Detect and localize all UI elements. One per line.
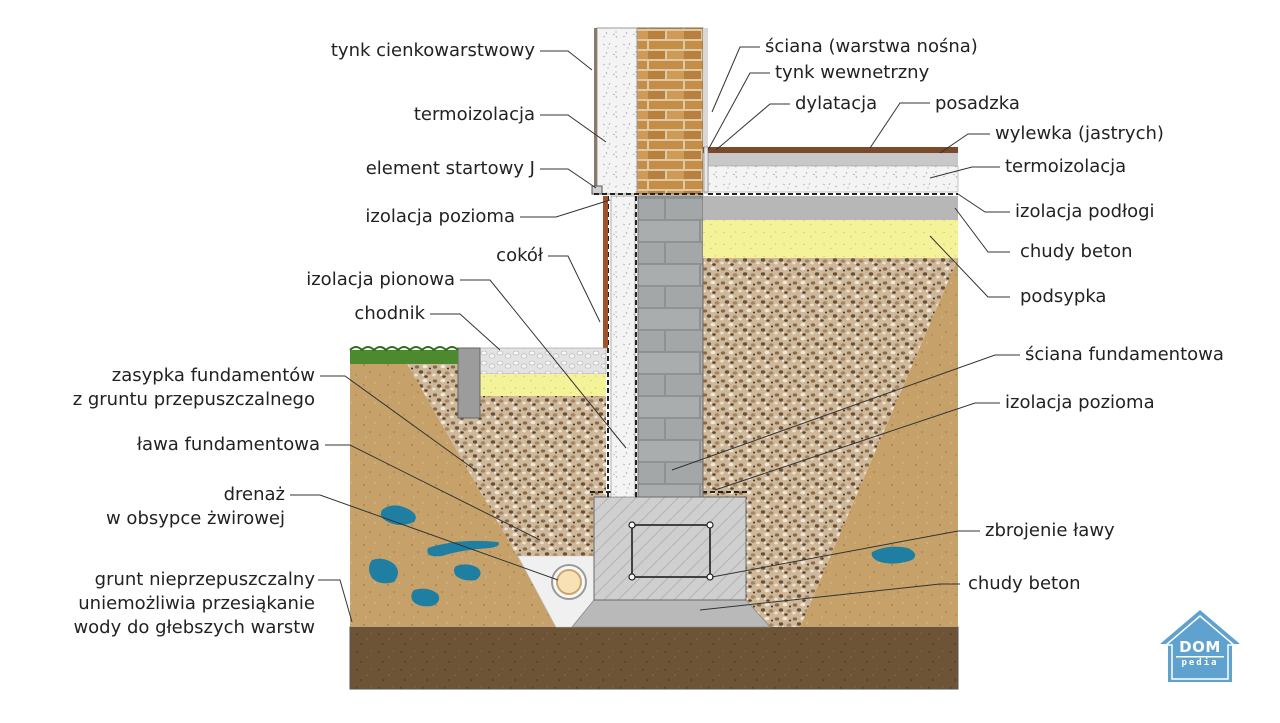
- logo-text-top: DOM: [1179, 638, 1221, 656]
- label-sciana-nosna: ściana (warstwa nośna): [765, 36, 978, 57]
- label-wylewka: wylewka (jastrych): [995, 123, 1164, 144]
- logo-text-bottom: pedia: [1181, 658, 1219, 668]
- label-termoizolacja-wall: termoizolacja: [413, 104, 535, 125]
- label-sciana-fundamentowa: ściana fundamentowa: [1025, 344, 1224, 365]
- label-dylatacja: dylatacja: [795, 93, 878, 114]
- label-grunt: grunt nieprzepuszczalny uniemożliwia prz…: [73, 569, 315, 638]
- label-zbrojenie-lawy: zbrojenie ławy: [985, 520, 1115, 541]
- label-izolacja-pozioma-right: izolacja pozioma: [1005, 392, 1155, 413]
- label-drenaz: drenaż w obsypce żwirowej: [105, 484, 285, 529]
- label-tynk-wewnetrzny: tynk wewnetrzny: [775, 62, 930, 83]
- label-termoizolacja-floor: termoizolacja: [1005, 156, 1127, 177]
- label-chudy-beton-top: chudy beton: [1020, 241, 1133, 262]
- label-chodnik: chodnik: [354, 303, 425, 324]
- label-posadzka: posadzka: [935, 93, 1020, 114]
- label-element-startowy: element startowy J: [365, 158, 535, 179]
- label-lawa-fundamentowa: ława fundamentowa: [136, 434, 320, 455]
- dompedia-logo: DOM pedia: [1158, 608, 1242, 684]
- label-izolacja-podlogi: izolacja podłogi: [1015, 201, 1155, 222]
- label-cokol: cokół: [496, 245, 543, 266]
- label-chudy-beton-bottom: chudy beton: [968, 573, 1081, 594]
- label-podsypka: podsypka: [1020, 286, 1107, 307]
- label-izolacja-pozioma-left: izolacja pozioma: [365, 206, 515, 227]
- label-izolacja-pionowa: izolacja pionowa: [306, 269, 455, 290]
- label-tynk-cienkowarstwowy: tynk cienkowarstwowy: [330, 40, 535, 61]
- house-icon: [1160, 610, 1240, 682]
- label-zasypka: zasypka fundamentów z gruntu przepuszcza…: [72, 365, 315, 410]
